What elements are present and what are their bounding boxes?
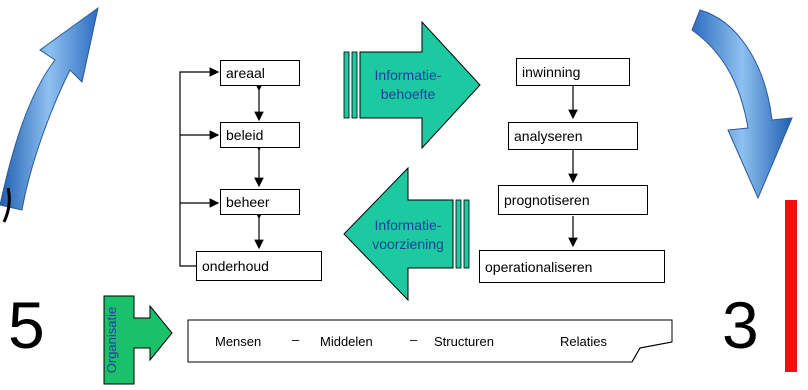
partial-glyph (2, 187, 11, 223)
slide-number-right: 3 (722, 288, 759, 362)
box-onderhoud: onderhoud (196, 251, 322, 281)
strip-item-structuren: Structuren (434, 334, 494, 349)
organisatie-arrow (103, 295, 173, 385)
information-need-line1: Informatie- (374, 67, 442, 83)
information-need-arrow (343, 20, 481, 150)
strip-item-mensen: Mensen (215, 334, 262, 349)
left-cycle-connectors (179, 67, 264, 267)
red-bar (785, 200, 797, 372)
information-supply-line2: voorziening (372, 236, 444, 252)
box-operationaliseren: operationaliseren (479, 250, 665, 283)
strip-item-relaties: Relaties (560, 334, 607, 349)
strip-dash-2: – (410, 332, 418, 347)
resources-strip (187, 319, 673, 363)
curved-up-arrow (0, 6, 99, 211)
information-need-label: Informatie- behoefte (358, 66, 458, 104)
box-beheer: beheer (220, 189, 300, 215)
information-supply-label: Informatie- voorziening (360, 216, 456, 254)
information-supply-arrow (343, 166, 470, 302)
box-prognotiseren: prognotiseren (498, 185, 648, 215)
strip-item-middelen: Middelen (320, 334, 373, 349)
strip-dash-1: – (292, 332, 300, 347)
organisatie-label: Organisatie (104, 306, 119, 374)
box-inwinning: inwinning (516, 58, 630, 86)
box-beleid: beleid (220, 122, 300, 148)
box-analyseren: analyseren (508, 122, 638, 150)
curved-down-arrow (691, 9, 793, 200)
box-areaal: areaal (220, 60, 300, 86)
information-supply-line1: Informatie- (374, 217, 442, 233)
slide-number-left: 5 (8, 288, 45, 362)
information-need-line2: behoefte (380, 86, 436, 102)
